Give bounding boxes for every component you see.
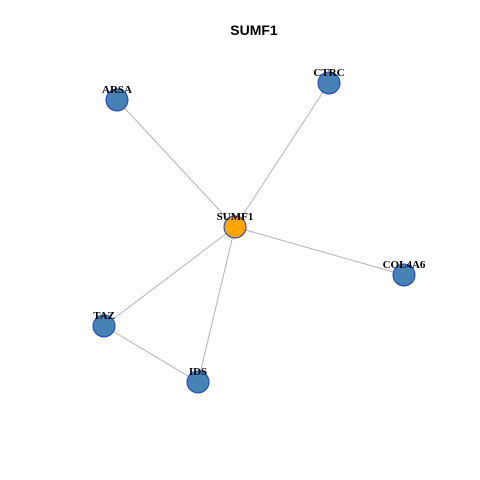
node-label-taz: TAZ	[93, 310, 115, 322]
node-col4a6[interactable]	[392, 263, 416, 287]
node-label-sumf1: SUMF1	[217, 211, 254, 223]
diagram-title: SUMF1	[230, 22, 278, 38]
edge-sumf1-taz	[103, 226, 236, 327]
edge-sumf1-col4a6	[234, 226, 405, 276]
node-ctrc[interactable]	[317, 71, 341, 95]
node-sumf1[interactable]	[223, 215, 247, 239]
node-label-ctrc: CTRC	[313, 67, 344, 79]
edge-taz-ids	[103, 325, 199, 383]
node-label-ids: IDS	[189, 366, 207, 378]
node-taz[interactable]	[92, 314, 116, 338]
node-label-col4a6: COL4A6	[383, 259, 426, 271]
nodes-layer	[92, 71, 416, 394]
edges-layer	[103, 82, 405, 383]
edge-sumf1-ids	[197, 226, 236, 383]
edge-sumf1-ctrc	[234, 82, 330, 228]
node-ids[interactable]	[186, 370, 210, 394]
node-arsa[interactable]	[105, 88, 129, 112]
edge-sumf1-arsa	[116, 99, 236, 228]
node-label-arsa: ARSA	[102, 84, 132, 96]
